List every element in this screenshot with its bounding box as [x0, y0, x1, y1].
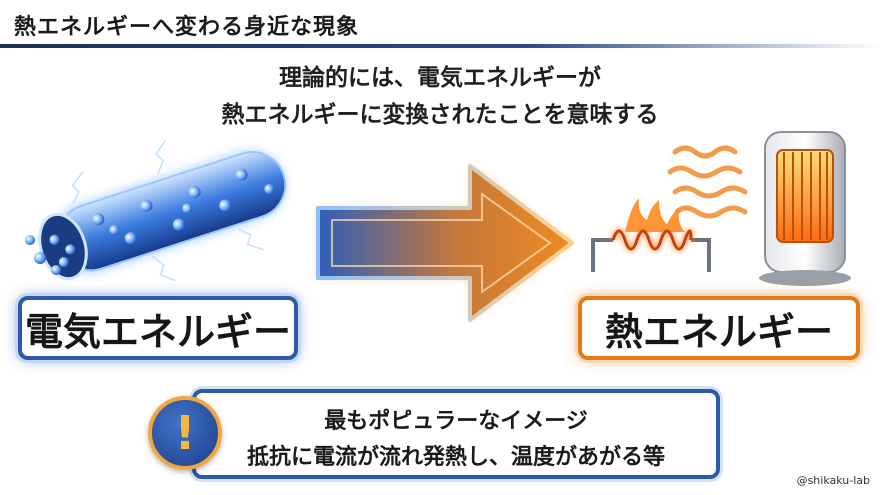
heating-coil — [591, 228, 711, 272]
exclamation-icon: ! — [148, 396, 222, 470]
note-text: 抵抗に電流が流れ発熱し、温度があがる等 — [246, 445, 665, 470]
note-box: 最もポピュラーなイメージ 抵抗に電流が流れ発熱し、温度があがる等 — [192, 389, 720, 479]
flames — [625, 198, 685, 232]
note-title: 最もポピュラーなイメージ — [324, 409, 588, 434]
electric-energy-label: 電気エネルギー — [18, 296, 298, 360]
explanation: 理論的には、電気エネルギーが 熱エネルギーに変換されたことを意味する — [150, 60, 730, 134]
heat-energy-label: 熱エネルギー — [578, 296, 860, 360]
header-underline — [0, 44, 880, 48]
electric-wire-illustration — [25, 140, 287, 282]
explanation-line-2: 熱エネルギーに変換されたことを意味する — [221, 102, 659, 128]
header: 熱エネルギーへ変わる身近な現象 — [0, 0, 880, 50]
explanation-line-1: 理論的には、電気エネルギーが — [279, 65, 601, 91]
heat-waves — [667, 145, 748, 219]
heater-illustration — [591, 131, 851, 286]
exclamation-mark: ! — [174, 406, 196, 460]
wire-glow — [38, 140, 287, 282]
page-title: 熱エネルギーへ変わる身近な現象 — [14, 15, 360, 40]
conversion-arrow-icon — [316, 164, 574, 322]
tower-heater — [759, 131, 851, 286]
credit-text: @shikaku-lab — [796, 474, 870, 487]
